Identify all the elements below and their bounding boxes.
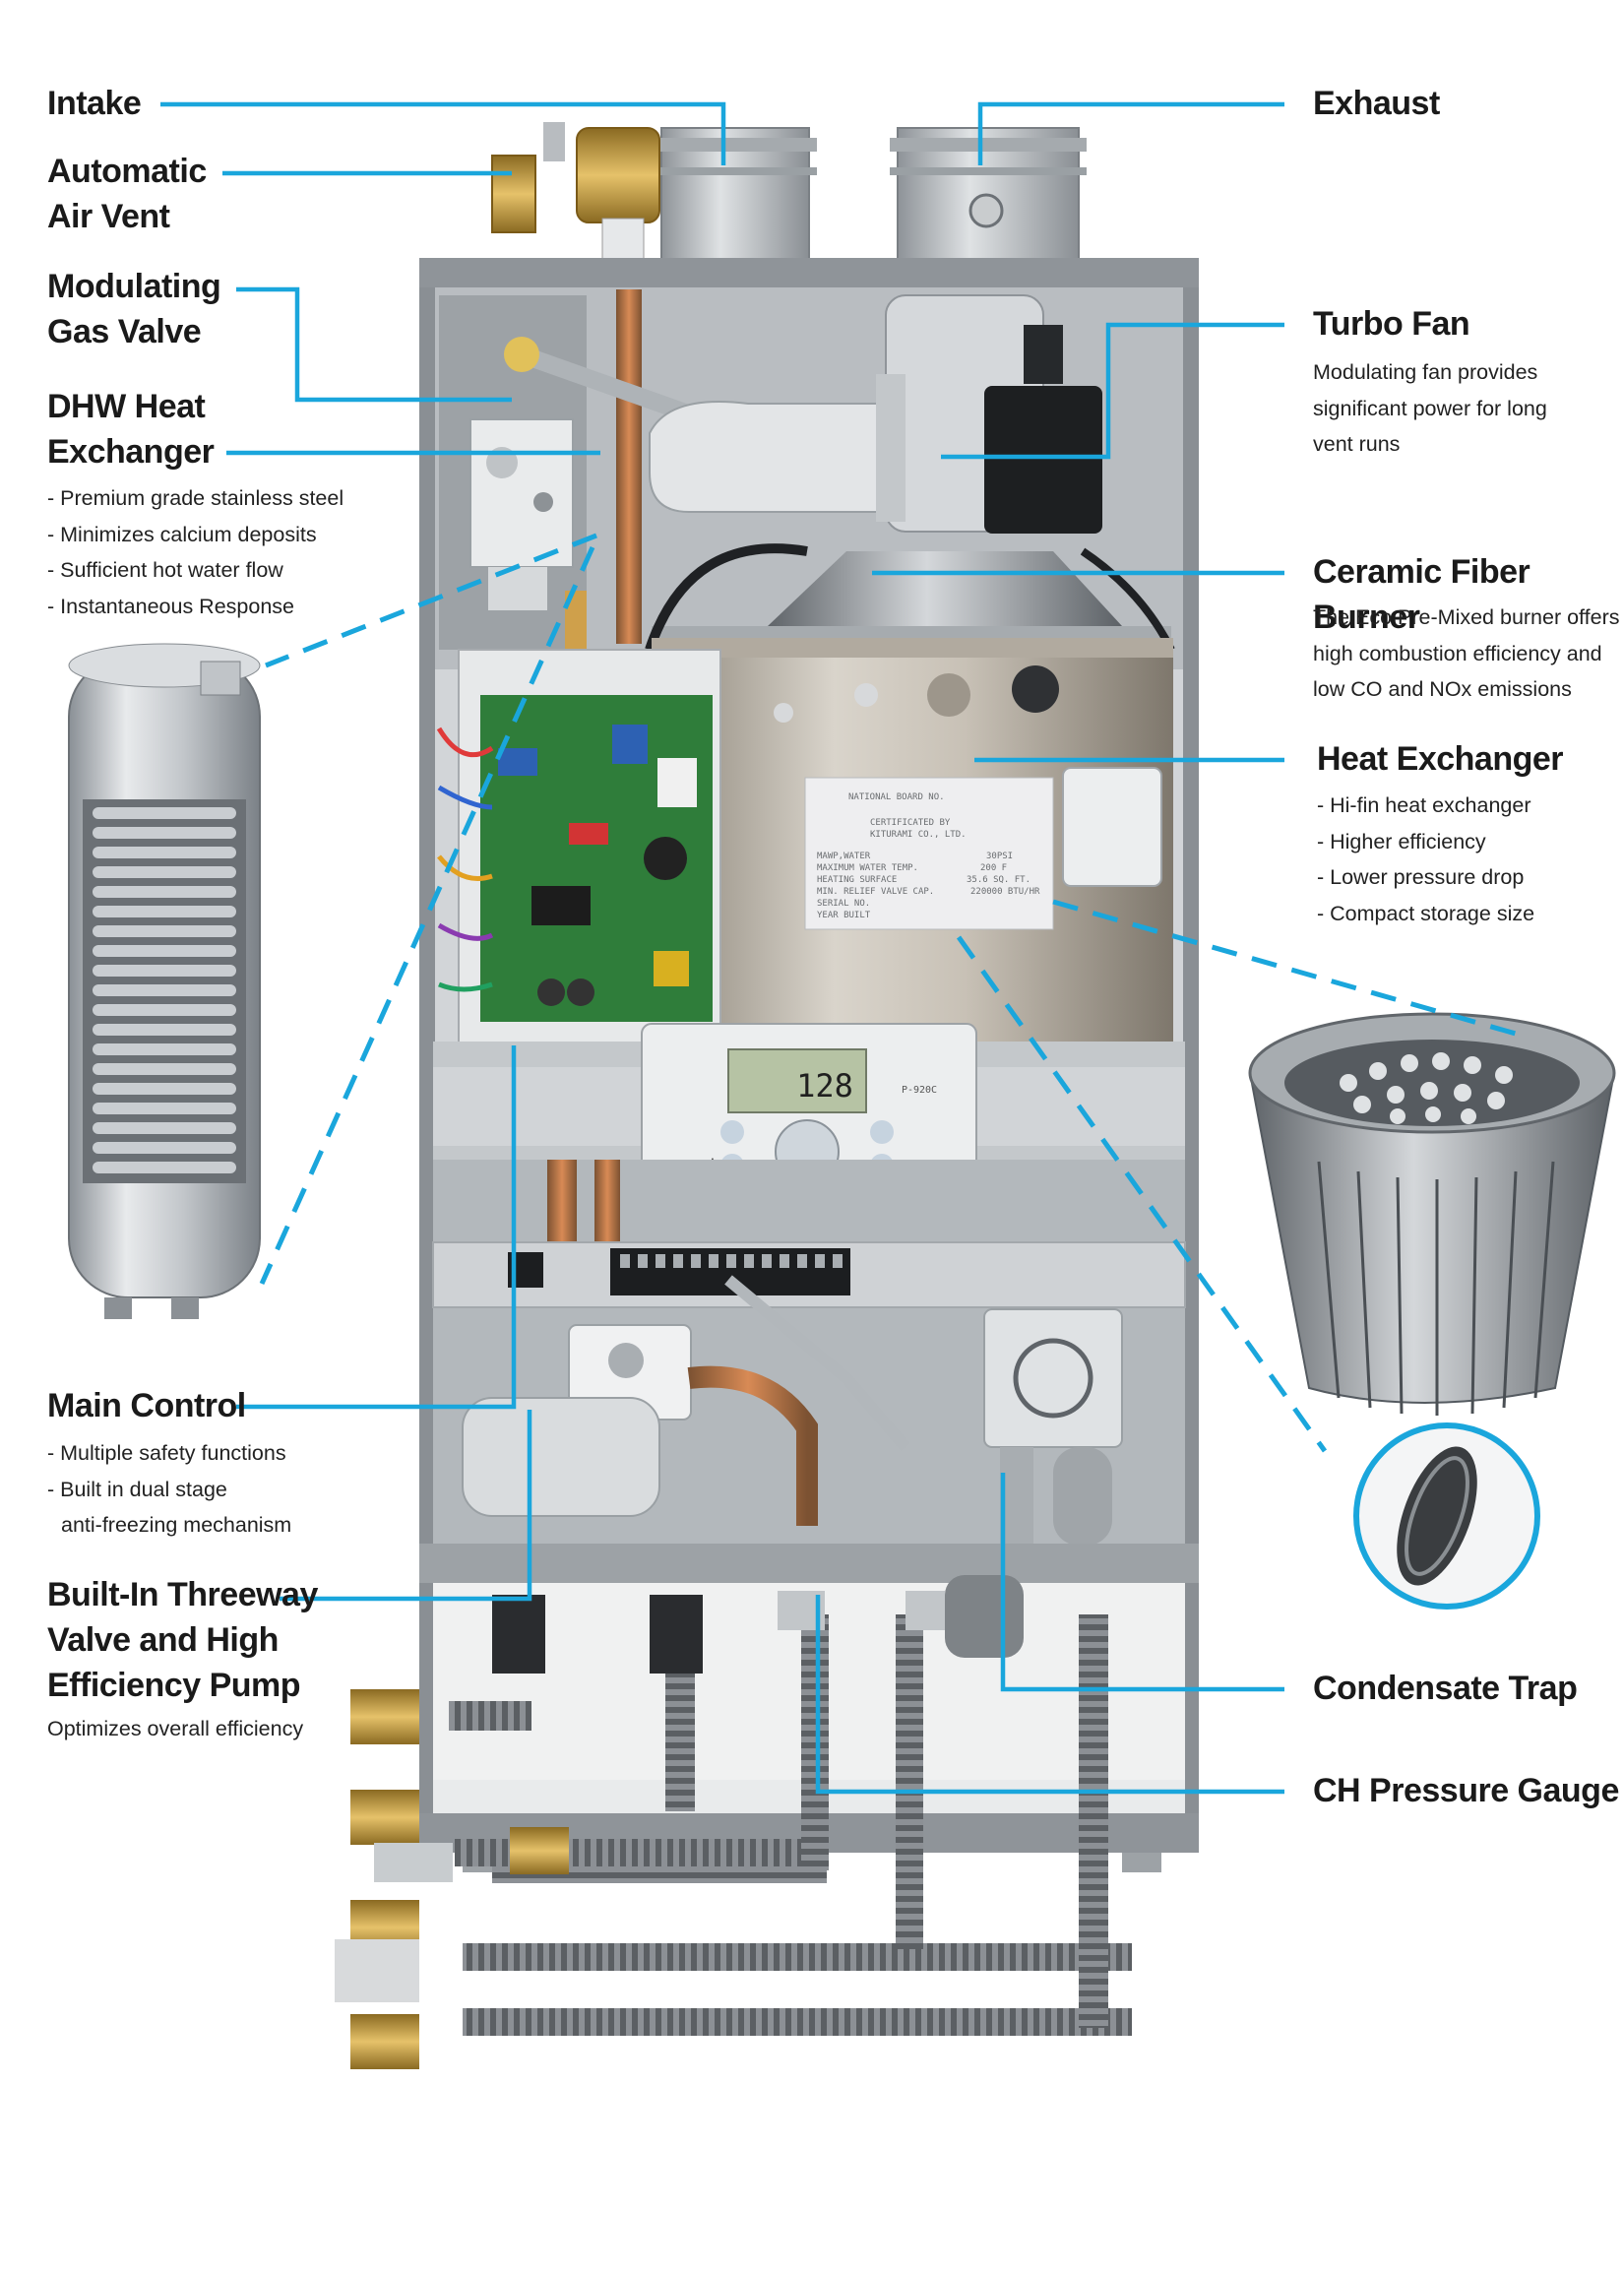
dhw-label: DHW Heat Exchanger xyxy=(47,384,215,474)
flex-hose xyxy=(896,1614,923,1949)
air-vent-fitting xyxy=(491,155,536,233)
threeway-label-line: Efficiency Pump xyxy=(47,1667,301,1704)
brass-connector xyxy=(510,1827,569,1874)
gas-valve-body xyxy=(469,418,574,568)
air-vent-label: Automatic Air Vent xyxy=(47,149,207,239)
burner-cutaway xyxy=(1248,1012,1616,1610)
plate-line: HEATING SURFACE xyxy=(817,875,897,885)
dhw-bullet: - Sufficient hot water flow xyxy=(47,558,283,582)
main-control-bullet: anti-freezing mechanism xyxy=(61,1513,292,1537)
turbo-fan-desc-line: Modulating fan provides xyxy=(1313,360,1538,384)
brass-connector xyxy=(350,2014,419,2069)
main-control-leader xyxy=(236,1045,517,1410)
main-control-bullet: - Built in dual stage xyxy=(47,1477,227,1501)
heat-exchanger-bullet: - Lower pressure drop xyxy=(1317,865,1525,889)
leader-lines xyxy=(160,101,1284,1795)
exhaust-label: Exhaust xyxy=(1313,85,1440,122)
threeway-label-line: Built-In Threeway xyxy=(47,1576,318,1613)
plate-value: 200 F xyxy=(980,863,1007,873)
burner-callout-dash xyxy=(956,935,1328,1453)
exhaust-leader xyxy=(977,101,1284,165)
gas-valve-leader xyxy=(236,286,512,403)
heat-exchanger-bullet: - Compact storage size xyxy=(1317,901,1535,925)
gas-valve-label-line: Modulating xyxy=(47,268,221,305)
dhw-exchanger-cutaway xyxy=(68,643,261,1319)
boiler-cabinet: NATIONAL BOARD NO. CERTIFICATED BY KITUR… xyxy=(335,122,1199,2069)
plate-line: MAXIMUM WATER TEMP. xyxy=(817,863,918,873)
plate-value: 35.6 SQ. FT. xyxy=(967,875,1031,885)
air-vent-label-line: Air Vent xyxy=(47,198,170,235)
gas-valve-label-line: Gas Valve xyxy=(47,313,202,350)
dhw-bullet: - Minimizes calcium deposits xyxy=(47,522,317,546)
turbo-fan-desc-line: vent runs xyxy=(1313,432,1401,456)
pressure-gauge-label: CH Pressure Gauge xyxy=(1313,1772,1619,1809)
brass-connector xyxy=(350,1689,419,1744)
turbo-fan-desc-line: significant power for long xyxy=(1313,396,1547,420)
burner-desc-line: high combustion efficiency and xyxy=(1313,641,1602,665)
brass-connector xyxy=(335,1939,419,2002)
dhw-label-line: DHW Heat xyxy=(47,388,206,425)
plate-line: CERTIFICATED BY xyxy=(870,818,951,828)
fan-motor xyxy=(984,386,1102,534)
controller-display xyxy=(727,1048,867,1113)
plate-value: 220000 BTU/HR xyxy=(970,887,1040,897)
condensate-label: Condensate Trap xyxy=(1313,1670,1578,1707)
coil xyxy=(93,807,236,1173)
dhw-label-line: Exchanger xyxy=(47,433,215,471)
dhw-bullets: - Premium grade stainless steel - Minimi… xyxy=(47,480,344,624)
burner-desc-line: low CO and NOx emissions xyxy=(1313,677,1572,701)
plate-line: MAWP,WATER xyxy=(817,852,871,861)
plate-line: KITURAMI CO., LTD. xyxy=(870,830,967,840)
plate-line: MIN. RELIEF VALVE CAP. xyxy=(817,887,934,897)
condensate-leader xyxy=(1000,1473,1284,1692)
main-control-bullets: - Multiple safety functions - Built in d… xyxy=(47,1435,291,1544)
threeway-label: Built-In Threeway Valve and High Efficie… xyxy=(47,1572,318,1708)
threeway-desc: Optimizes overall efficiency xyxy=(47,1717,304,1740)
turbo-fan-label: Turbo Fan xyxy=(1313,305,1470,343)
intake-leader xyxy=(160,101,726,165)
data-plate xyxy=(804,777,1054,930)
heat-exchanger-bullets: - Hi-fin heat exchanger - Higher efficie… xyxy=(1317,788,1534,931)
plate-line: NATIONAL BOARD NO. xyxy=(848,792,945,802)
turbo-fan-desc: Modulating fan provides significant powe… xyxy=(1313,354,1547,463)
controller-button[interactable] xyxy=(720,1120,744,1144)
threeway-leader xyxy=(280,1410,532,1602)
main-control-bullet: - Multiple safety functions xyxy=(47,1441,286,1465)
dhw-callout-dash xyxy=(265,533,597,668)
flex-hose xyxy=(801,1614,829,1870)
flex-hose xyxy=(1079,1614,1108,2028)
threeway-label-line: Valve and High xyxy=(47,1621,279,1659)
fan-housing xyxy=(649,401,887,513)
gas-valve-label: Modulating Gas Valve xyxy=(47,264,221,354)
intake-label: Intake xyxy=(47,85,142,122)
air-vent-label-line: Automatic xyxy=(47,153,207,190)
plate-line: YEAR BUILT xyxy=(817,911,871,920)
main-control-label: Main Control xyxy=(47,1387,246,1424)
turbo-fan-leader xyxy=(941,322,1284,460)
burner-label: Ceramic Fiber Burner xyxy=(1313,553,1530,636)
controller-button[interactable] xyxy=(870,1120,894,1144)
dhw-bullet: - Instantaneous Response xyxy=(47,594,294,618)
dhw-bullet: - Premium grade stainless steel xyxy=(47,486,344,510)
controller-display-value: 128 xyxy=(796,1067,853,1105)
callout-dashes xyxy=(259,533,1517,1453)
heat-exchanger-bullet: - Hi-fin heat exchanger xyxy=(1317,793,1531,817)
heat-exchanger-bullet: - Higher efficiency xyxy=(1317,829,1486,853)
brass-connector xyxy=(350,1790,419,1845)
controller-model: P-920C xyxy=(902,1085,937,1096)
plate-line: SERIAL NO. xyxy=(817,899,870,909)
pressure-gauge-leader xyxy=(815,1595,1284,1795)
heat-exchanger-label: Heat Exchanger xyxy=(1317,740,1564,778)
dhw-callout-dash xyxy=(259,545,595,1286)
plate-value: 30PSI xyxy=(986,852,1013,861)
burner-desc: The Eco Pre-Mixed burner offers high com… xyxy=(1313,600,1620,708)
burner-desc-line: The Eco Pre-Mixed burner offers xyxy=(1313,605,1620,629)
